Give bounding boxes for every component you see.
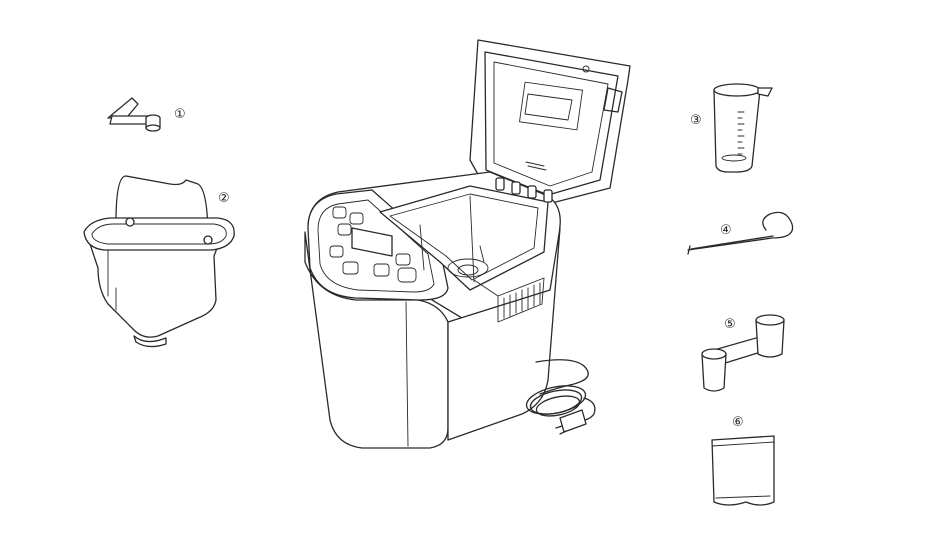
callout-1: ① — [174, 107, 186, 122]
vent-grille — [497, 277, 545, 323]
measuring-cup-illustration — [713, 83, 773, 173]
callout-5: ⑤ — [724, 317, 736, 332]
bread-pan-illustration — [83, 175, 235, 348]
callout-2: ② — [218, 191, 230, 206]
kneading-blade-illustration — [107, 97, 161, 132]
packet-illustration — [711, 435, 775, 506]
power-cord — [525, 359, 596, 435]
bread-maker-lid — [469, 39, 631, 205]
callout-4: ④ — [720, 223, 732, 238]
callout-3: ③ — [690, 113, 702, 128]
measuring-spoon-illustration — [701, 314, 785, 392]
hook-illustration — [687, 211, 794, 255]
bread-maker-body — [304, 171, 561, 449]
callout-6: ⑥ — [732, 415, 744, 430]
bread-maker-illustration — [304, 39, 631, 449]
